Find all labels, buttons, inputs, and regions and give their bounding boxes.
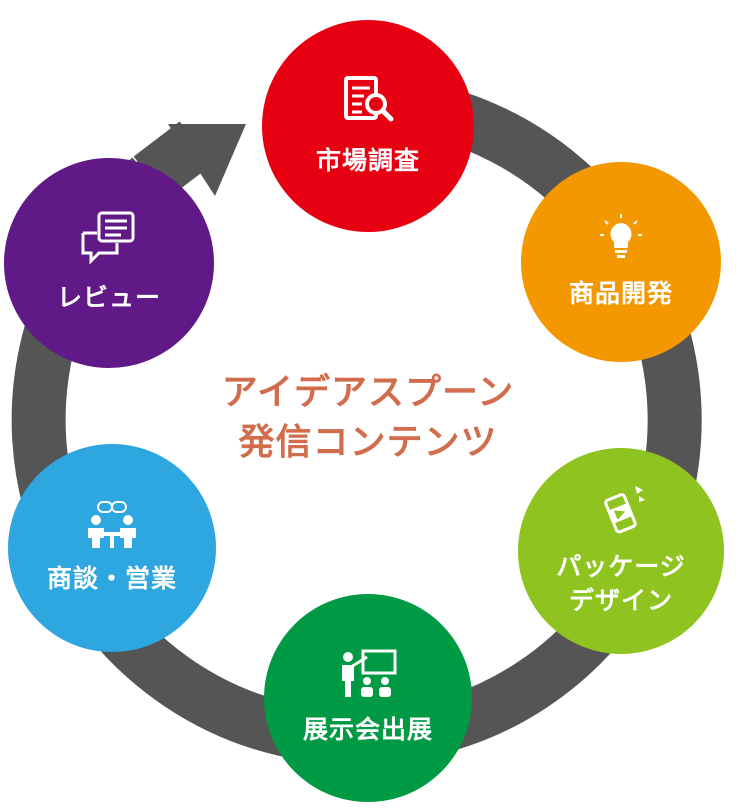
presentation-icon [337,649,399,703]
document-search-icon [340,74,396,134]
center-title-line1: アイデアスプーン [221,372,515,413]
center-title-line2: 発信コンテンツ [238,422,498,463]
step-exhibition: 展示会出展 [264,594,472,802]
step-label: 商品開発 [568,279,673,308]
step-product-development: 商品開発 [521,162,721,362]
step-label-line2: デザイン [568,586,673,615]
step-label: 商談・営業 [46,564,177,593]
review-chat-icon [77,211,141,271]
package-can-icon [595,484,647,540]
step-label: 市場調査 [315,146,420,175]
lightbulb-icon [596,213,646,267]
step-market-research: 市場調査 [262,20,474,232]
step-sales-negotiation: 商談・営業 [8,444,216,652]
center-title: アイデアスプーン 発信コンテンツ [168,368,568,468]
step-label: レビュー [56,283,161,312]
step-label-line1: パッケージ [556,552,686,581]
step-review: レビュー [4,158,214,368]
meeting-icon [82,500,142,552]
step-package-design: パッケージ デザイン [518,448,724,654]
step-label: 展示会出展 [302,715,433,744]
